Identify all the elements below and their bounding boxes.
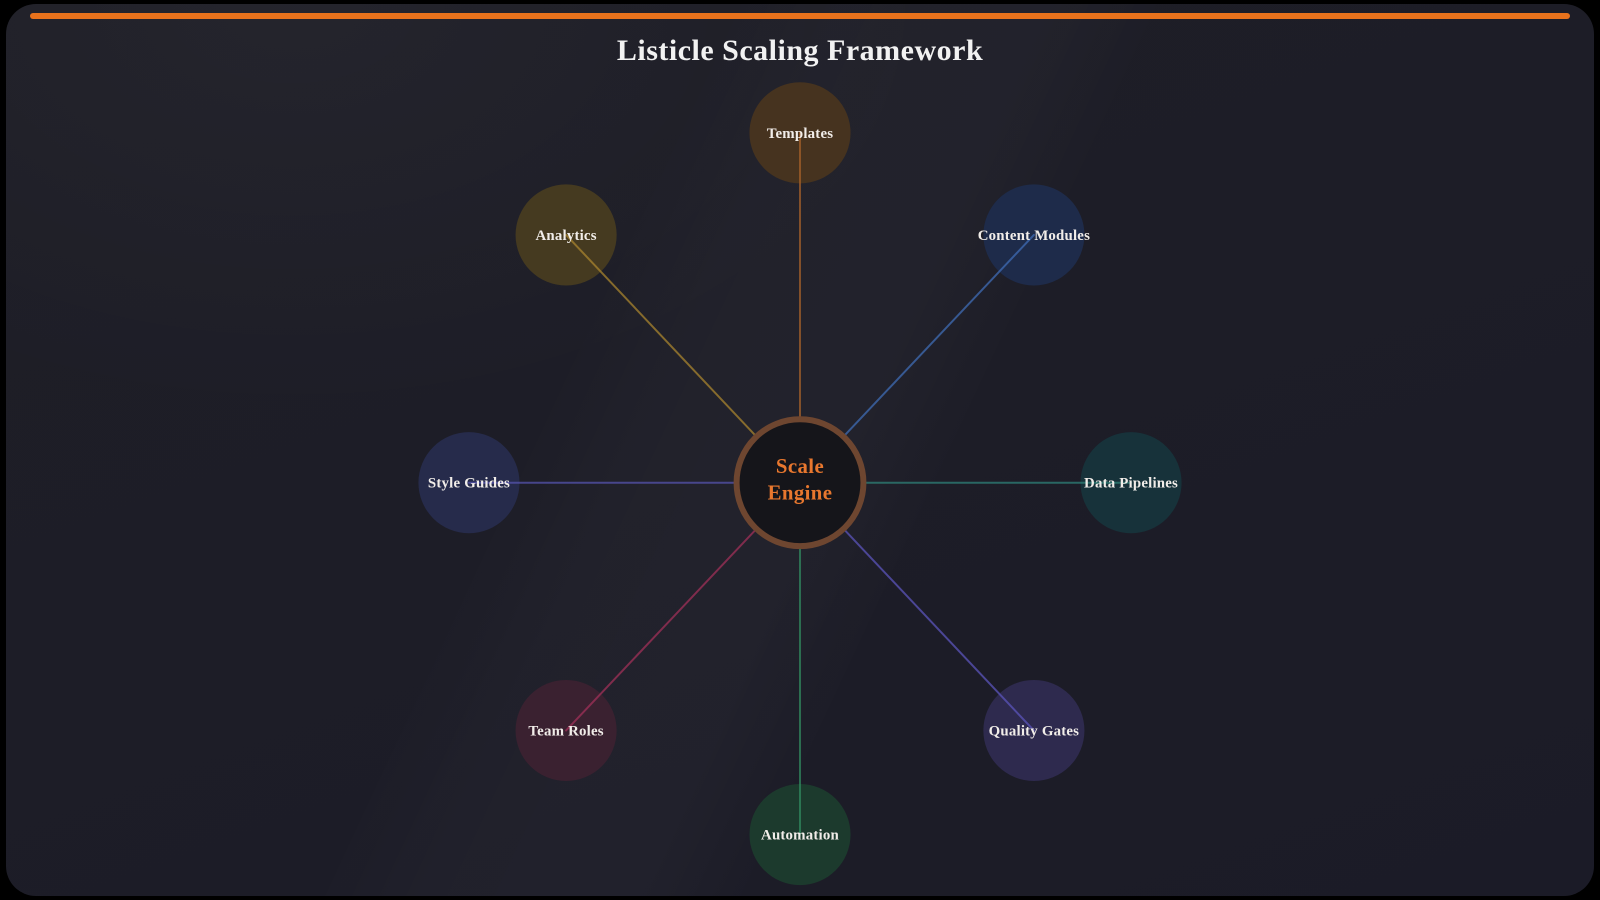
- node-labels: Templates Content Modules Data Pipelines…: [428, 126, 1178, 844]
- node-templates-label: Templates: [767, 126, 833, 142]
- page-title: Listicle Scaling Framework: [616, 34, 984, 67]
- node-data-pipelines-label: Data Pipelines: [1084, 476, 1178, 492]
- node-quality-gates-label: Quality Gates: [989, 723, 1080, 739]
- page-card: Listicle Scaling Framework: [6, 4, 1594, 896]
- node-style-guides-label: Style Guides: [428, 476, 510, 492]
- node-content-modules-label: Content Modules: [978, 228, 1090, 244]
- top-accent-bar: [30, 13, 1570, 19]
- center-node-label: Scale Engine: [768, 454, 833, 505]
- center-node-circle: [733, 416, 867, 550]
- node-team-roles-label: Team Roles: [528, 723, 603, 739]
- node-automation-label: Automation: [761, 828, 839, 844]
- center-node-label-line2: Engine: [768, 481, 833, 505]
- center-node-label-line1: Scale: [776, 454, 824, 478]
- radial-diagram: Templates Content Modules Data Pipelines…: [418, 82, 1182, 886]
- node-analytics-label: Analytics: [535, 228, 596, 244]
